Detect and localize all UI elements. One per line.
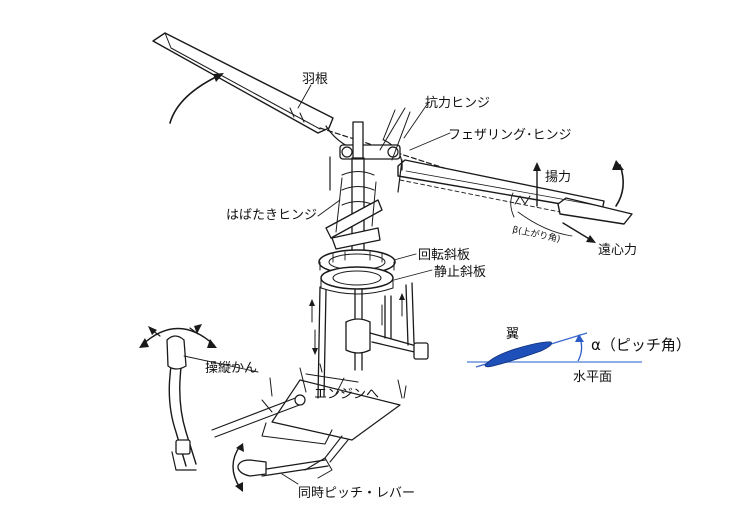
label-flapping-hinge: はばたきヒンジ [226, 208, 317, 223]
collective-lever [232, 443, 333, 492]
rotor-blade-left [152, 32, 334, 134]
centrifugal-arrow [562, 222, 596, 243]
rotor-hub [319, 107, 445, 193]
stationary-swashplate [320, 266, 394, 295]
leader-lines [183, 84, 451, 485]
label-stationary-swashplate: 静止斜板 [434, 265, 486, 280]
coning-angle-mark [399, 179, 573, 237]
label-horizontal-plane: 水平面 [573, 370, 612, 385]
label-control-stick: 操縦かん [205, 360, 257, 376]
label-lift: 揚力 [545, 169, 571, 185]
label-coning-angle: β(上がり角) [511, 223, 561, 245]
label-drag-hinge: 抗力ヒンジ [425, 96, 490, 111]
control-stick [139, 324, 217, 471]
label-rotating-swashplate: 回転斜板 [418, 248, 470, 263]
control-rods [299, 282, 429, 399]
rotation-arrows [169, 73, 624, 207]
label-pitch-angle: α（ピッチ角） [591, 336, 691, 354]
label-rotor-blade: 羽根 [302, 72, 328, 87]
label-feathering-hinge: フェザリング･ヒンジ [448, 128, 572, 143]
airfoil-shape [484, 341, 552, 368]
floor-linkage [211, 377, 407, 471]
label-centrifugal-force: 遠心力 [598, 243, 637, 258]
lift-arrow [533, 162, 541, 207]
main-rotor-mast [325, 157, 383, 251]
label-wing: 翼 [506, 327, 519, 342]
rotor-blade-right [397, 159, 633, 225]
label-engine: エンジンへ [314, 387, 379, 402]
label-collective-lever: 同時ピッチ・レバー [298, 486, 415, 501]
pitch-angle-inset: 翼 α（ピッチ角） 水平面 [467, 327, 691, 385]
